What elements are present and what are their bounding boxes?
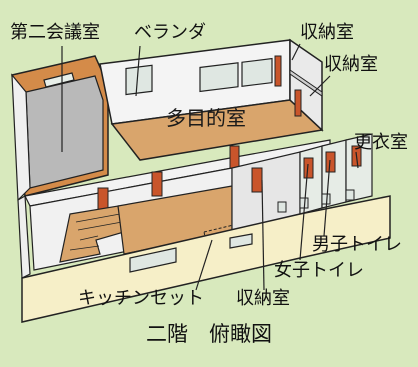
stair-step [79, 235, 99, 241]
label-kitchenette: キッチンセット [78, 288, 204, 309]
conference-room-left-wall [11, 73, 31, 202]
diagram-caption: 二階 俯瞰図 [146, 322, 272, 346]
label-mens-restroom: 男子トイレ [312, 234, 402, 255]
conference-room-window [43, 72, 75, 88]
conference-room-floor [25, 75, 104, 189]
door-hall-2 [151, 171, 163, 197]
leader-storage-1 [291, 43, 301, 61]
door-womens [303, 157, 314, 179]
storage-room-divider [289, 69, 323, 97]
label-storage-1: 収納室 [300, 22, 354, 43]
leader-changing [355, 151, 359, 169]
front-window-2 [229, 233, 253, 249]
door-hall-3 [229, 145, 240, 169]
front-window-5 [321, 193, 331, 205]
front-window-1 [129, 247, 177, 273]
door-storage-1 [274, 55, 282, 87]
stair-step [69, 245, 100, 251]
leader-lines [61, 43, 359, 291]
door-mens [325, 151, 336, 173]
label-storage-2: 収納室 [324, 54, 378, 75]
front-window-6 [345, 189, 355, 201]
veranda-window-1 [125, 64, 153, 96]
label-womens-restroom: 女子トイレ [274, 260, 364, 281]
leader-storage-2 [309, 75, 331, 97]
label-multipurpose-room: 多目的室 [166, 106, 246, 130]
door-storage-2 [294, 89, 302, 117]
leader-mens [323, 159, 331, 237]
stair-step [77, 221, 123, 231]
front-window-3 [277, 201, 287, 213]
door-storage-3 [251, 167, 263, 193]
label-conference-room: 第二会議室 [10, 22, 100, 43]
veranda-window-3 [241, 57, 273, 87]
main-left-wall [17, 195, 31, 279]
leader-veranda [135, 45, 141, 97]
label-changing-room: 更衣室 [354, 132, 408, 153]
leader-womens [299, 163, 309, 261]
leader-kitchenette [195, 239, 213, 291]
label-storage-3: 収納室 [236, 288, 290, 309]
stair-step [75, 213, 121, 223]
label-veranda: ベランダ [134, 22, 206, 43]
veranda-window-2 [199, 62, 239, 93]
door-hall-1 [97, 187, 109, 211]
leader-storage-3 [261, 179, 265, 291]
